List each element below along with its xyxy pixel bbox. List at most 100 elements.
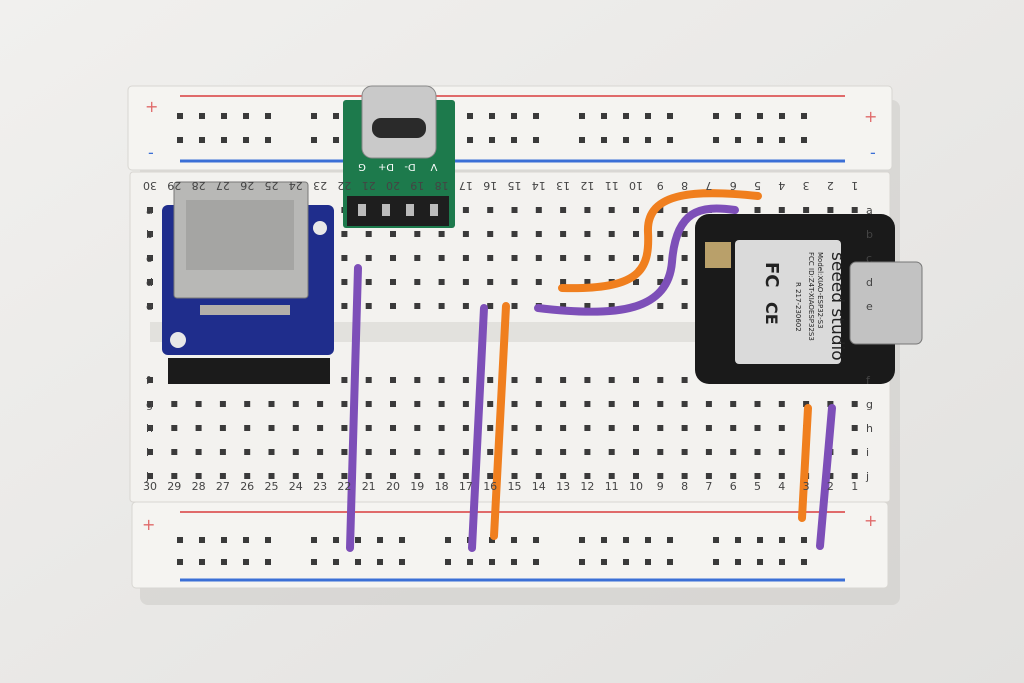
row-letter: g: [866, 398, 873, 411]
rail-hole: [801, 537, 807, 543]
rail-hole: [333, 537, 339, 543]
breadboard-hole: [487, 377, 494, 383]
breadboard-hole: [147, 255, 153, 261]
rail-hole: [511, 537, 517, 543]
breadboard-hole: [365, 425, 372, 431]
column-number: 13: [556, 179, 570, 192]
row-letter: g: [146, 398, 153, 411]
column-number: 9: [657, 179, 664, 192]
column-number: 30: [143, 179, 157, 192]
breadboard-hole: [535, 377, 542, 383]
column-number: 7: [705, 179, 712, 192]
breadboard-hole: [390, 231, 396, 237]
breadboard-hole: [487, 401, 494, 407]
breadboard-hole: [754, 425, 761, 431]
breadboard-hole: [535, 255, 542, 261]
breadboard-hole: [681, 207, 688, 213]
pin-label: D-: [404, 161, 416, 172]
breadboard-hole: [268, 425, 275, 431]
breadboard-hole: [244, 425, 251, 431]
breadboard-hole: [487, 255, 494, 261]
breadboard-hole: [560, 425, 567, 431]
breadboard-hole: [584, 449, 591, 455]
rail-hole: [221, 537, 227, 543]
column-number: 24: [289, 179, 303, 192]
rail-hole: [713, 559, 719, 565]
column-number: 12: [580, 179, 594, 192]
column-number: 10: [629, 179, 643, 192]
breadboard-hole: [584, 473, 591, 479]
breadboard-hole: [851, 207, 858, 213]
breadboard-hole: [633, 255, 639, 261]
breadboard-hole: [462, 473, 469, 479]
breadboard-hole: [560, 401, 567, 407]
column-number: 6: [730, 179, 737, 192]
column-number: 5: [754, 480, 761, 493]
breadboard-labels: 3030292928282727262625252424232322222121…: [143, 179, 873, 493]
rail-hole: [667, 537, 673, 543]
column-number: 9: [657, 480, 664, 493]
column-number: 10: [629, 480, 643, 493]
rail-hole: [779, 537, 785, 543]
rail-hole: [713, 137, 719, 143]
rail-hole: [735, 137, 741, 143]
breadboard-hole: [681, 401, 688, 407]
rail-hole: [333, 137, 339, 143]
breadboard-hole: [608, 425, 615, 431]
breadboard-hole: [438, 377, 445, 383]
breadboard-hole: [511, 401, 518, 407]
breadboard-hole: [608, 255, 615, 261]
jumper-wires: [346, 189, 836, 552]
breadboard-hole: [730, 473, 737, 479]
breadboard-hole: [171, 425, 178, 431]
row-letter: b: [866, 228, 873, 241]
breadboard-hole: [365, 303, 372, 309]
row-letter: d: [866, 276, 873, 289]
breadboard-hole: [147, 377, 153, 383]
column-number: 17: [459, 179, 473, 192]
breadboard-hole: [414, 303, 421, 309]
breadboard-hole: [487, 231, 494, 237]
breadboard-hole: [462, 425, 469, 431]
breadboard-hole: [292, 425, 299, 431]
breadboard-hole: [633, 449, 639, 455]
column-number: 29: [167, 480, 181, 493]
rail-hole: [601, 113, 607, 119]
breadboard-hole: [560, 255, 567, 261]
breadboard-hole: [535, 425, 542, 431]
rail-hole: [579, 537, 585, 543]
rail-hole: [645, 113, 651, 119]
rail-hole: [735, 537, 741, 543]
rail-hole: [757, 537, 763, 543]
header-pin: [358, 204, 366, 216]
breadboard-hole: [438, 425, 445, 431]
breadboard-hole: [390, 473, 396, 479]
breadboard-hole: [584, 303, 591, 309]
row-letter: h: [866, 422, 873, 435]
breadboard-hole: [438, 303, 445, 309]
rail-hole: [467, 113, 473, 119]
column-number: 23: [313, 480, 327, 493]
column-number: 27: [216, 480, 230, 493]
breadboard-hole: [608, 401, 615, 407]
column-number: 1: [851, 480, 858, 493]
row-letter: a: [866, 204, 873, 217]
column-number: 22: [337, 480, 351, 493]
rail-hole: [713, 113, 719, 119]
rail-hole: [667, 137, 673, 143]
orange-wire: [798, 404, 812, 522]
rail-hole: [467, 559, 473, 565]
breadboard-hole: [462, 401, 469, 407]
fcc-id-text: FCC ID:Z4T-XIAOESP32S3: [807, 252, 815, 341]
breadboard-hole: [390, 255, 396, 261]
rail-hole: [311, 137, 317, 143]
column-number: 12: [580, 480, 594, 493]
breadboard-hole: [778, 449, 785, 455]
brand-text: seeed studio: [827, 252, 847, 361]
breadboard-hole: [584, 207, 591, 213]
breadboard-hole: [608, 449, 615, 455]
breadboard-hole: [147, 425, 153, 431]
rail-hole: [579, 137, 585, 143]
rail-hole: [511, 137, 517, 143]
